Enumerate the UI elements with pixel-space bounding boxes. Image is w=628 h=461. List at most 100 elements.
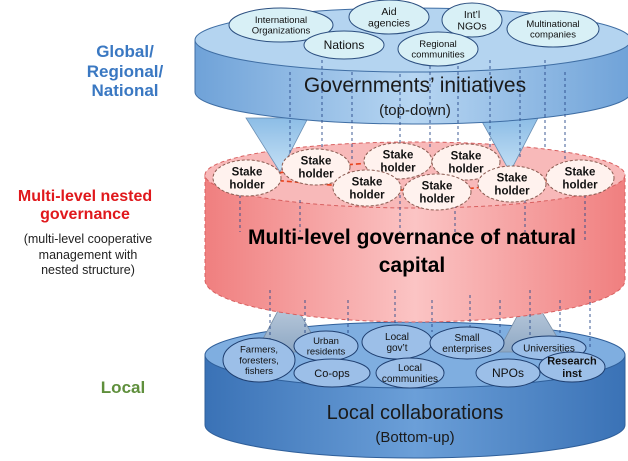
stakeholder-5-label-line: Stake xyxy=(352,177,383,189)
top-actor-1-label-line: Organizations xyxy=(252,26,311,37)
global-label-line: Global/ xyxy=(96,42,154,61)
top-actor-2-label-line: Aid xyxy=(381,6,396,18)
stakeholder-5-label-line: holder xyxy=(349,189,385,201)
stakeholder-3-label-line: Stake xyxy=(383,150,414,162)
top-actor-3-label-line: Int’l xyxy=(464,9,480,21)
global-regional-national-label: Global/ Regional/ National xyxy=(70,42,180,101)
stakeholder-7-label-line: holder xyxy=(494,185,530,197)
top-layer-subtitle: (top-down) xyxy=(379,102,451,119)
top-actor-1-label-line: International xyxy=(255,15,307,26)
stakeholder-7-label-line: Stake xyxy=(497,173,528,185)
top-actor-2-shape xyxy=(348,0,430,35)
bottom-actor-4-label-line: enterprises xyxy=(442,344,491,355)
stakeholder-2-label-line: holder xyxy=(298,168,334,180)
stakeholder-6-label-line: Stake xyxy=(422,181,453,193)
stakeholder-2-shape xyxy=(281,148,351,186)
stakeholder-3-label-line: holder xyxy=(380,162,416,174)
top-actor-5-shape xyxy=(303,30,385,60)
stakeholder-8-label-line: holder xyxy=(562,179,598,191)
stakeholder-6-shape xyxy=(402,173,472,211)
bottom-actor-2-label-line: residents xyxy=(307,347,346,358)
top-actor-4-label-line: Multinational xyxy=(526,19,579,30)
bottom-actor-4-shape xyxy=(429,326,505,360)
bottom-actor-9-label-line: NPOs xyxy=(492,366,524,380)
middle-layer-title-line2: capital xyxy=(379,254,446,277)
multi-level-governance-label: Multi-level nested governance xyxy=(10,188,160,225)
top-actor-6-label-line: communities xyxy=(411,50,465,61)
bottom-actor-9: NPOs xyxy=(475,358,541,388)
top-actor-6-shape xyxy=(397,31,479,67)
stakeholder-4-label-line: holder xyxy=(448,163,484,175)
bottom-actor-1-label-line: Farmers, xyxy=(240,345,278,356)
bottom-layer-subtitle: (Bottom-up) xyxy=(375,429,454,446)
middle-layer-title-line1: Multi-level governance of natural xyxy=(248,226,576,249)
top-actor-5-label-line: Nations xyxy=(324,38,365,52)
bottom-actor-7: Co-ops xyxy=(293,358,371,388)
stakeholder-1-label-line: holder xyxy=(229,179,265,191)
mlg-desc-line1: (multi-level cooperative xyxy=(23,232,153,246)
top-actor-3-label-line: NGOs xyxy=(457,21,486,33)
local-label: Local xyxy=(100,378,146,397)
bottom-actor-7-label-line: Co-ops xyxy=(314,368,350,380)
bottom-actor-6-label-line: inst xyxy=(562,368,582,380)
bottom-actor-8-label-line: communities xyxy=(382,374,438,385)
bottom-actor-4-label-line: Small xyxy=(454,333,479,344)
bottom-layer-title: Local collaborations xyxy=(327,402,504,424)
top-actor-4-label-line: companies xyxy=(530,30,576,41)
stakeholder-1-shape xyxy=(212,159,282,197)
multi-level-governance-description: (multi-level cooperative management with… xyxy=(8,232,168,279)
top-actor-1-shape xyxy=(228,7,334,43)
regional-label-line: Regional/ xyxy=(86,61,164,81)
bottom-actor-1-label-line: fishers xyxy=(245,366,273,377)
bottom-actor-7-shape xyxy=(293,358,371,388)
bottom-actor-1-shape xyxy=(222,337,296,383)
bottom-actor-6-label-line: Research xyxy=(547,356,597,368)
bottom-actor-3-label-line: gov’t xyxy=(386,343,407,354)
bottom-actor-1-label-line: foresters, xyxy=(239,355,279,366)
mlg-desc-line3: nested structure) xyxy=(41,263,135,278)
stakeholder-5-shape xyxy=(332,169,402,207)
top-layer-title: Governments’ initiatives xyxy=(304,74,526,97)
stakeholder-3-shape xyxy=(363,142,433,180)
bottom-actor-9-shape xyxy=(475,358,541,388)
bottom-actors: Farmers,foresters,fishersUrbanresidentsL… xyxy=(222,324,606,389)
mlg-desc-line2: management with xyxy=(38,247,138,262)
stakeholder-4-label-line: Stake xyxy=(451,151,482,163)
stakeholders: StakeholderStakeholderStakeholderStakeho… xyxy=(212,142,615,211)
bottom-actor-2-label-line: Urban xyxy=(313,336,339,347)
top-actor-5: Nations xyxy=(303,30,385,60)
bottom-actor-6-shape xyxy=(538,351,606,383)
stakeholder-1-label-line: Stake xyxy=(232,167,263,179)
bottom-actor-8-label-line: Local xyxy=(398,363,422,374)
top-actor-3-shape xyxy=(441,2,503,38)
stakeholder-2-label-line: Stake xyxy=(301,156,332,168)
mlg-label-line1: Multi-level nested xyxy=(17,188,153,205)
top-actor-6-label-line: Regional xyxy=(419,39,457,50)
top-cone-left xyxy=(245,117,309,173)
stakeholder-6-label-line: holder xyxy=(419,193,455,205)
stakeholder-8-shape xyxy=(545,159,615,197)
stakeholder-8-label-line: Stake xyxy=(565,167,596,179)
mlg-label-line2: governance xyxy=(40,206,130,224)
stakeholder-7-shape xyxy=(477,165,547,203)
